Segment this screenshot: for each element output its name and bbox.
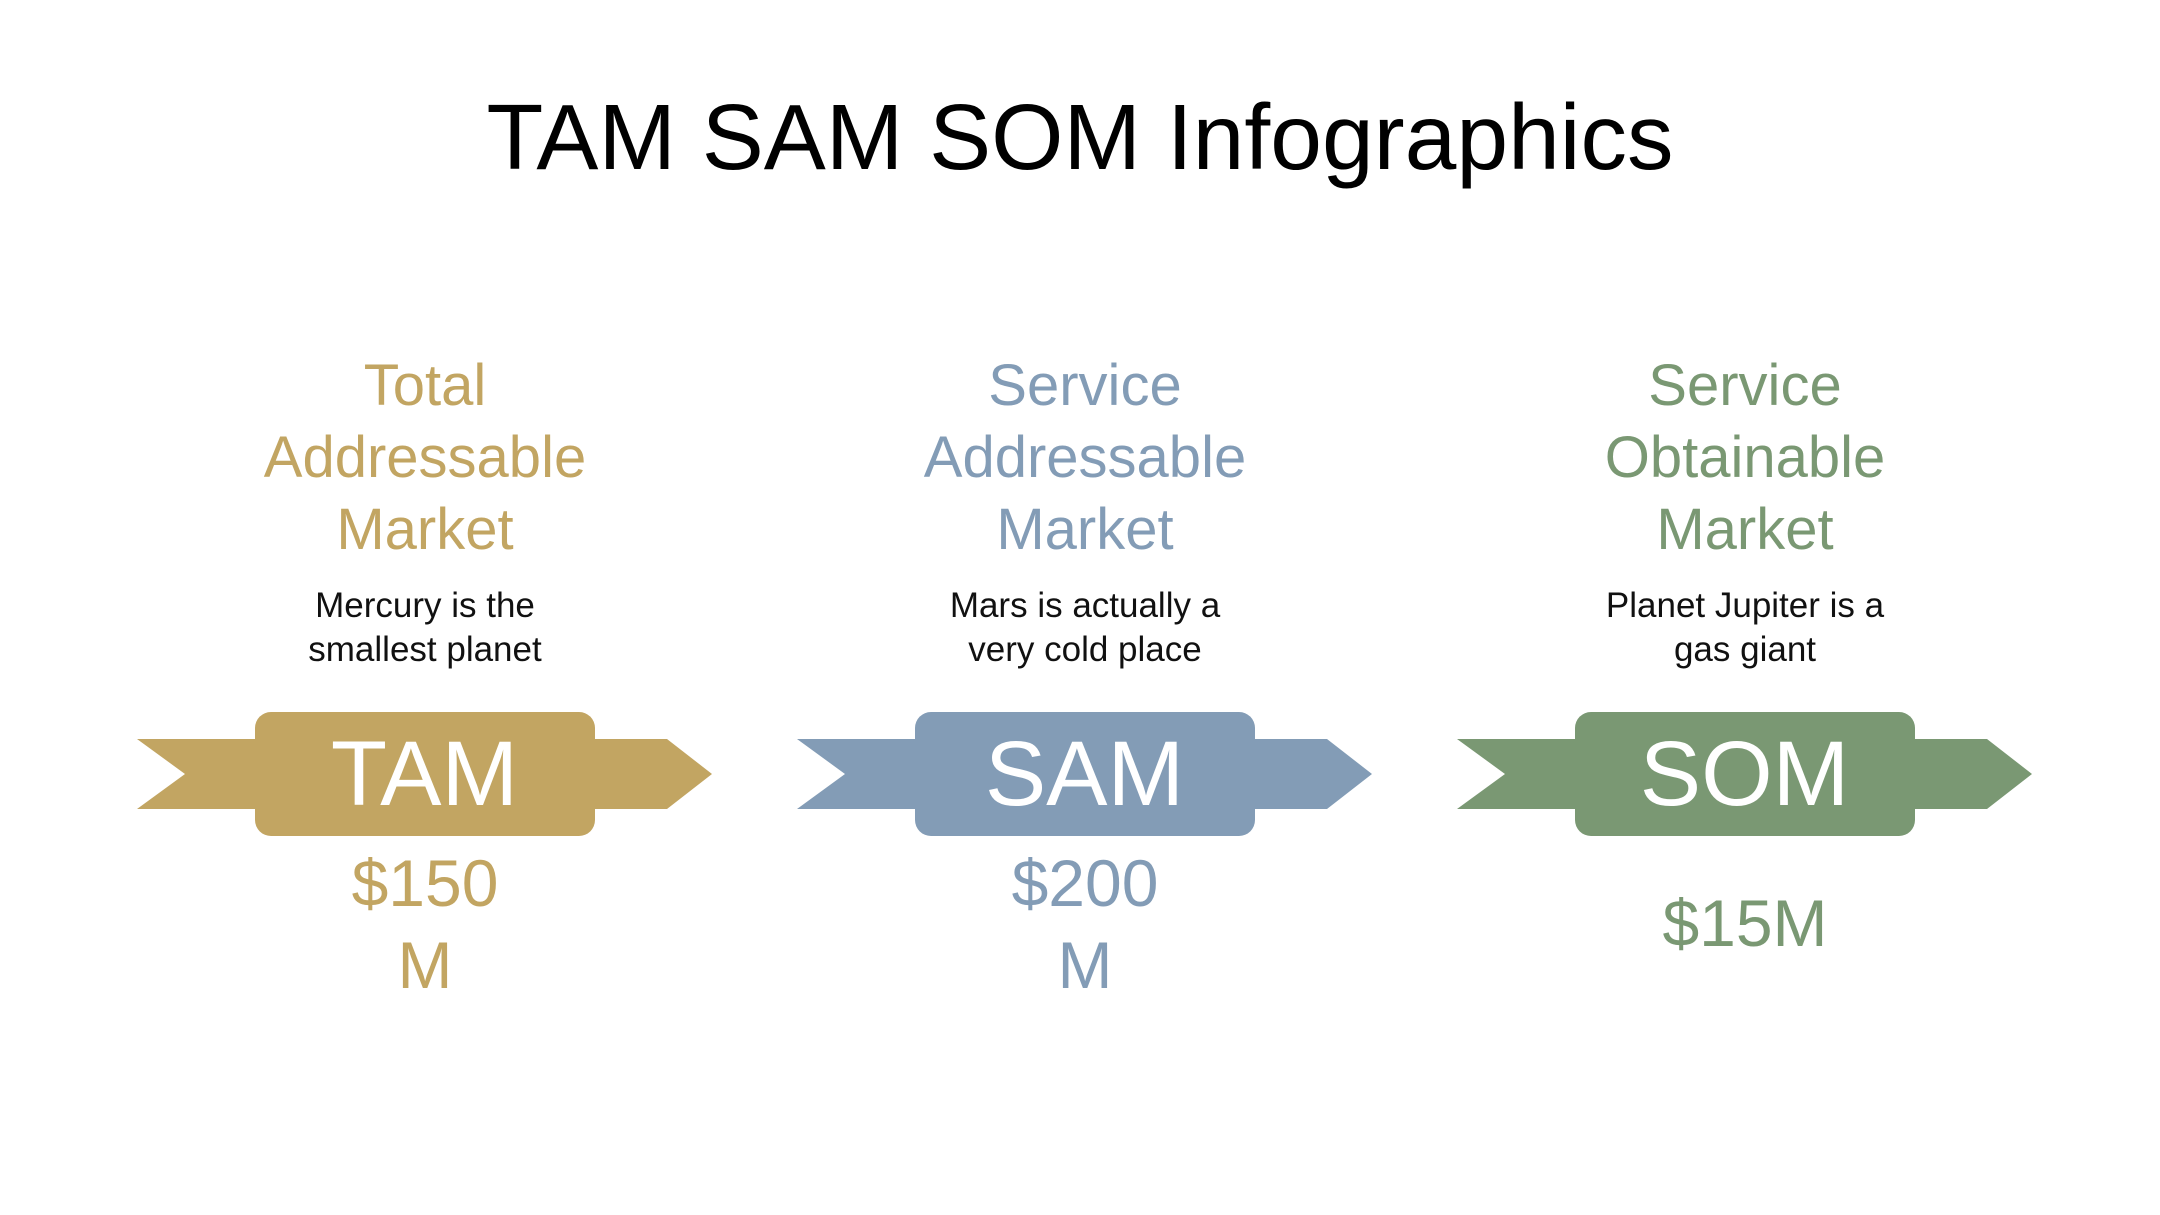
tam-heading: Total Addressable Market <box>65 350 785 566</box>
som-column: Service Obtainable Market Planet Jupiter… <box>1385 0 2105 1215</box>
som-description-line: Planet Jupiter is a <box>1605 586 1885 625</box>
tam-heading-line: Total <box>363 353 487 418</box>
som-heading: Service Obtainable Market <box>1385 350 2105 566</box>
tam-value: $150 M <box>65 842 785 1006</box>
page-title: TAM SAM SOM Infographics <box>486 85 1674 189</box>
tam-ribbon-shape <box>137 712 712 836</box>
sam-value-line: M <box>1057 928 1113 1002</box>
sam-label: SAM <box>984 723 1185 825</box>
som-heading-line: Service <box>1648 353 1842 418</box>
som-description-line: gas giant <box>1673 630 1817 669</box>
tam-description-line: Mercury is the <box>315 586 535 625</box>
tam-description-line: smallest planet <box>308 630 542 669</box>
sam-ribbon: SAM <box>797 712 1372 836</box>
tam-heading-line: Market <box>336 497 514 562</box>
sam-description: Mars is actually a very cold place <box>725 584 1445 672</box>
sam-value: $200 M <box>725 842 1445 1006</box>
sam-ribbon-shape <box>797 712 1372 836</box>
som-heading-line: Obtainable <box>1604 425 1886 490</box>
tam-ribbon: TAM <box>137 712 712 836</box>
sam-description-line: Mars is actually a <box>949 586 1221 625</box>
tam-value-line: M <box>397 928 453 1002</box>
tam-label: TAM <box>330 723 519 825</box>
sam-column: Service Addressable Market Mars is actua… <box>725 0 1445 1215</box>
tam-column: Total Addressable Market Mercury is the … <box>65 0 785 1215</box>
sam-heading-line: Service <box>988 353 1182 418</box>
som-heading-line: Market <box>1656 497 1834 562</box>
som-label: SOM <box>1639 723 1850 825</box>
som-ribbon: SOM <box>1457 712 2032 836</box>
som-value-line: $15M <box>1662 886 1828 960</box>
tam-value-line: $150 <box>351 846 499 920</box>
sam-heading-line: Addressable <box>923 425 1247 490</box>
sam-heading-line: Market <box>996 497 1174 562</box>
som-description: Planet Jupiter is a gas giant <box>1385 584 2105 672</box>
sam-description-line: very cold place <box>968 630 1202 669</box>
tam-description: Mercury is the smallest planet <box>65 584 785 672</box>
tam-heading-line: Addressable <box>263 425 587 490</box>
som-value: $15M <box>1385 882 2105 964</box>
som-ribbon-shape <box>1457 712 2032 836</box>
sam-heading: Service Addressable Market <box>725 350 1445 566</box>
sam-value-line: $200 <box>1011 846 1159 920</box>
